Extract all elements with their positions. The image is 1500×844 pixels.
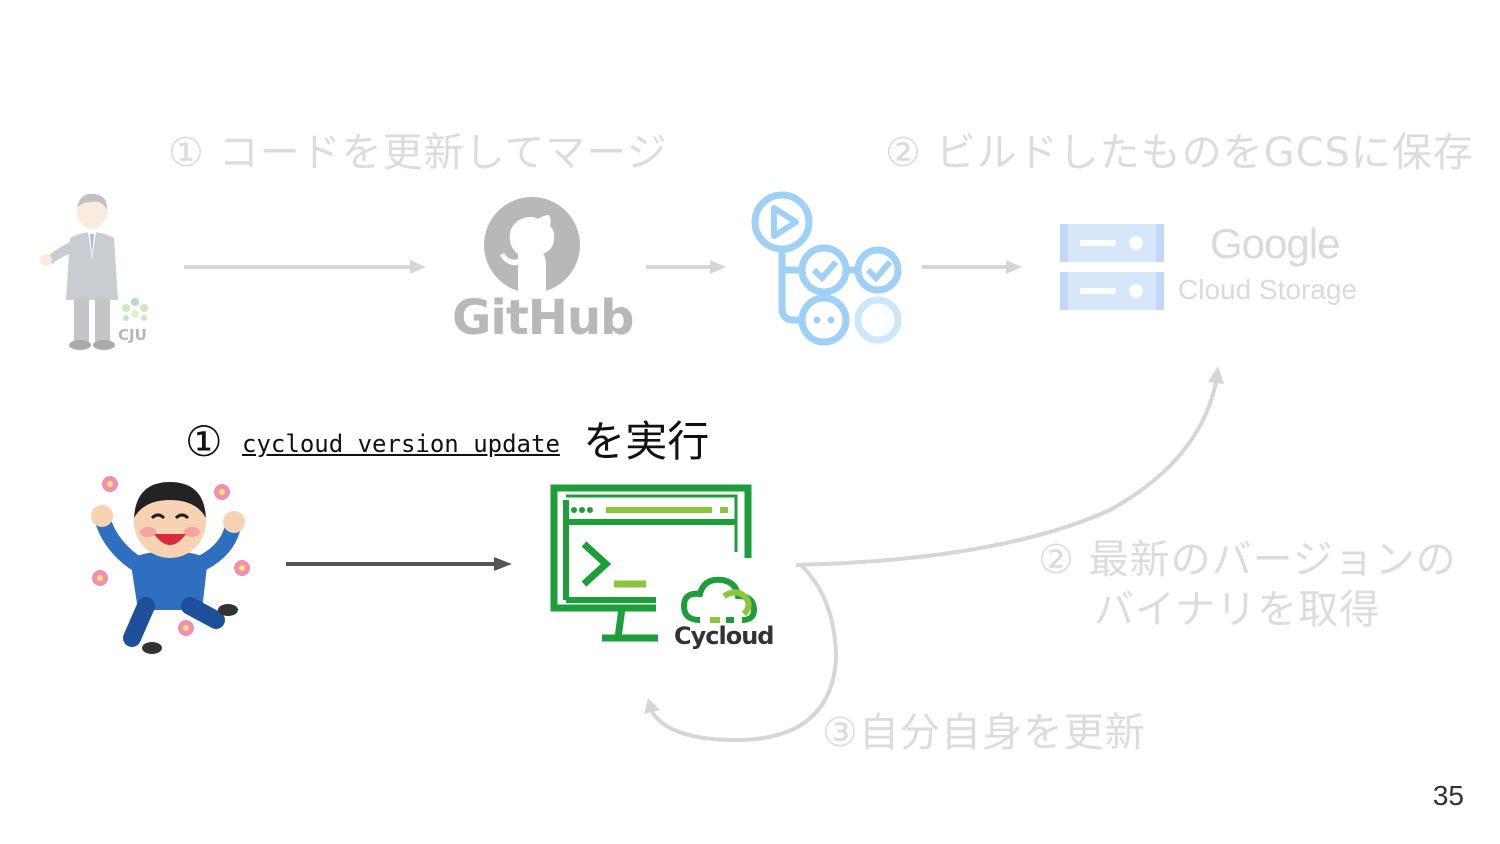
arrow-github-to-actions <box>646 260 726 274</box>
google-logo-text: Google <box>1210 220 1340 267</box>
step1-command-label: ① cycloud version update を実行 <box>185 408 709 469</box>
cloud-icon <box>680 576 758 623</box>
arrow-person-to-github <box>184 260 426 274</box>
github-logo-text: GitHub <box>452 290 634 346</box>
step1-number: ① <box>185 417 223 466</box>
arrow-user-to-cycloud <box>286 557 512 571</box>
step2-fetch-line2: バイナリを取得 <box>1094 587 1381 633</box>
step1-suffix: を実行 <box>583 417 710 466</box>
terminal-monitor-icon <box>550 484 752 642</box>
step2-fetch-line1: ② 最新のバージョンの <box>1038 537 1457 583</box>
cloud-storage-label: Cloud Storage <box>1178 274 1358 305</box>
cju-logo-text: CJU <box>118 326 147 344</box>
curved-arrows <box>644 366 1224 743</box>
command-code: cycloud version update <box>242 430 560 458</box>
step1-commit-label: ① コードを更新してマージ <box>168 130 668 176</box>
arrow-actions-to-gcs <box>922 260 1022 274</box>
github-actions-icon <box>751 191 902 346</box>
github-octocat-icon <box>484 197 580 293</box>
arrowhead-to-gcs <box>1208 366 1224 384</box>
businessman-icon: CJU <box>40 193 148 350</box>
step3-self-update-label: ③自分自身を更新 <box>822 710 1146 756</box>
gcs-server-icon <box>1060 224 1164 310</box>
page-number: 35 <box>1432 780 1464 811</box>
step2-build-label: ② ビルドしたものをGCSに保存 <box>885 130 1474 176</box>
arrowhead-to-cycloud <box>644 698 660 714</box>
step2-fetch-label: ② 最新のバージョンの バイナリを取得 <box>1038 535 1488 635</box>
cycloud-logo-text: Cycloud <box>674 622 774 650</box>
happy-person-icon <box>91 476 250 654</box>
